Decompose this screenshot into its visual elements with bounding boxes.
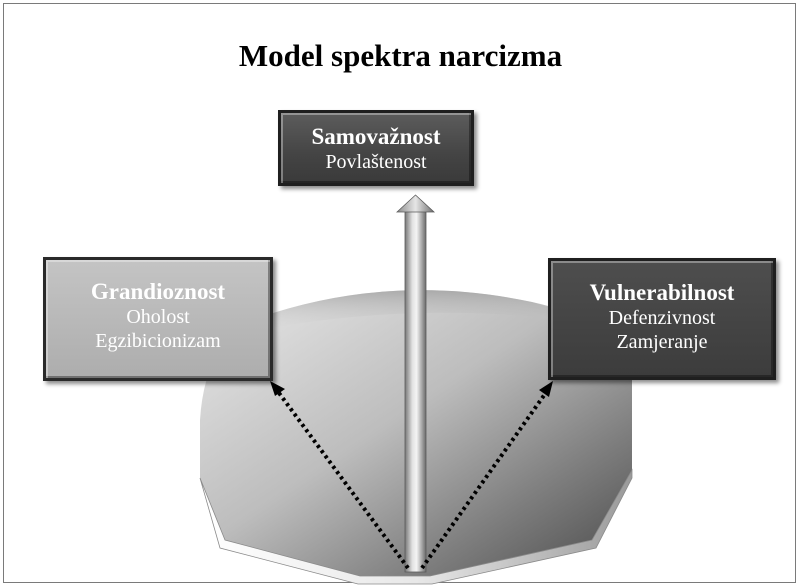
node-samovaznost-line-1: Povlaštenost — [325, 151, 427, 173]
node-vulnerabilnost-line-2: Zamjeranje — [616, 331, 708, 353]
vertical-arrow-head — [395, 194, 436, 213]
node-samovaznost-heading: Samovažnost — [311, 124, 441, 149]
node-grandioznost-heading: Grandioznost — [90, 279, 226, 304]
dotted-arrow-left-head — [270, 381, 285, 396]
spectrum-fan-rim — [199, 468, 633, 585]
node-vulnerabilnost-line-1: Defenzivnost — [608, 307, 716, 329]
diagram-title: Model spektra narcizma — [238, 38, 563, 73]
dotted-arrow-right-head — [539, 381, 553, 397]
vertical-arrow-shaft — [404, 209, 427, 573]
node-grandioznost: Grandioznost Oholost Egzibicionizam — [43, 257, 273, 381]
node-vulnerabilnost: Vulnerabilnost Defenzivnost Zamjeranje — [548, 258, 776, 380]
node-grandioznost-line-1: Oholost — [126, 306, 190, 328]
dotted-arrow-right-line — [420, 392, 547, 570]
node-samovaznost: Samovažnost Povlaštenost — [278, 110, 474, 186]
node-grandioznost-line-2: Egzibicionizam — [95, 330, 221, 352]
node-vulnerabilnost-heading: Vulnerabilnost — [589, 280, 735, 305]
